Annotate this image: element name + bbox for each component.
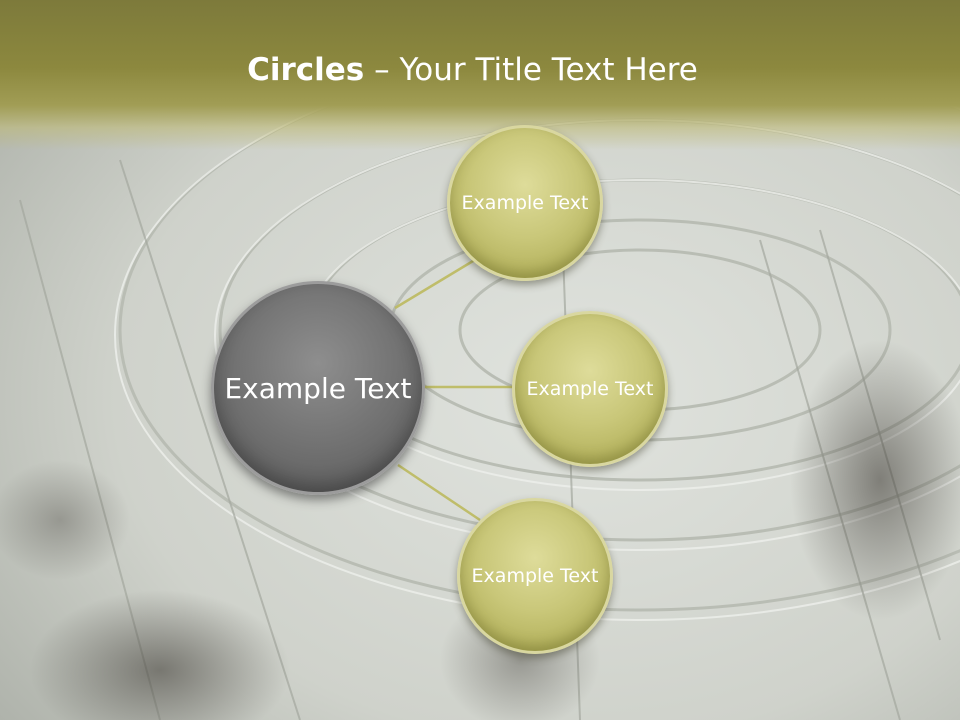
connector-line-bottom bbox=[397, 463, 481, 522]
satellite-circle-top: Example Text bbox=[447, 125, 603, 281]
satellite-circle-label: Example Text bbox=[471, 565, 599, 587]
satellite-circle-bottom: Example Text bbox=[457, 498, 613, 654]
center-circle-label: Example Text bbox=[224, 371, 412, 405]
slide-title: Circles – Your Title Text Here bbox=[0, 52, 945, 88]
center-circle: Example Text bbox=[211, 281, 425, 495]
title-rest: – Your Title Text Here bbox=[364, 52, 698, 88]
title-bold: Circles bbox=[247, 52, 365, 88]
satellite-circle-label: Example Text bbox=[526, 378, 654, 400]
satellite-circle-middle: Example Text bbox=[512, 311, 668, 467]
satellite-circle-label: Example Text bbox=[461, 192, 589, 214]
connector-line-top bbox=[394, 256, 479, 310]
header-band bbox=[0, 0, 960, 150]
